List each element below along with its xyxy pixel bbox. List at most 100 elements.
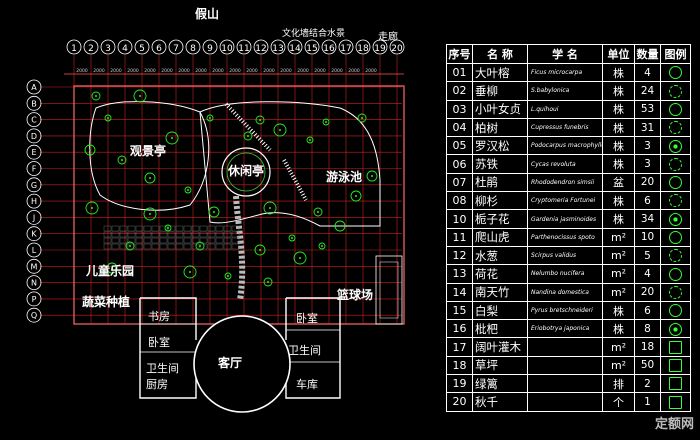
legend-cell-qty: 50 <box>634 355 661 376</box>
pavilion-circle <box>221 147 271 197</box>
paving-block <box>167 231 176 238</box>
col-label: 13 <box>272 44 283 54</box>
legend-cell-unit: 株 <box>602 319 635 339</box>
legend-cell-qty: 4 <box>634 62 661 83</box>
dimension-text: 2000 <box>348 68 360 74</box>
tree-center <box>259 249 261 251</box>
tree-center <box>325 121 327 123</box>
col-bubble <box>389 39 405 55</box>
paving-block <box>135 231 144 238</box>
tree-symbol <box>195 241 205 251</box>
paving-block <box>207 243 216 250</box>
tree-center <box>149 213 151 215</box>
label-lanqiu: 篮球场 <box>337 288 374 302</box>
legend-cell-no: 11 <box>446 227 473 247</box>
header-icon: 图例 <box>660 44 691 64</box>
legend-cell-no: 01 <box>446 62 473 83</box>
col-label: 16 <box>323 44 335 54</box>
plant-symbol-icon <box>669 395 682 409</box>
legend-cell-unit: m² <box>602 337 635 357</box>
plant-symbol-icon <box>669 322 682 336</box>
header-qty: 数量 <box>634 44 661 64</box>
plant-symbol-icon <box>669 176 682 190</box>
paving-block <box>159 237 168 244</box>
legend-cell-name: 绿篱 <box>472 374 528 394</box>
tree-center <box>199 245 201 247</box>
legend-cell-qty: 20 <box>634 172 661 193</box>
legend-cell-unit: 株 <box>602 154 635 174</box>
legend-cell-name: 苏铁 <box>472 154 528 174</box>
paving-block <box>207 231 216 238</box>
legend-cell-latin: L.quihoui <box>527 99 603 119</box>
paving-block <box>143 225 152 232</box>
legend-cell-qty: 6 <box>634 300 661 321</box>
col-label: 2 <box>88 44 94 54</box>
legend-cell-no: 14 <box>446 282 473 302</box>
tree-center <box>339 225 341 227</box>
label-jiashan: 假山 <box>195 7 220 21</box>
legend-cell-qty: 6 <box>634 191 661 211</box>
dimension-text: 2000 <box>195 68 207 74</box>
paving-block <box>183 243 192 250</box>
legend-cell-icon <box>660 300 691 321</box>
col-bubble <box>202 39 218 55</box>
legend-cell-name: 枇杷 <box>472 319 528 339</box>
tree-center <box>213 211 215 213</box>
row-bubble <box>26 209 42 225</box>
col-label: 4 <box>122 44 128 54</box>
col-bubble <box>355 39 371 55</box>
paving-block <box>175 237 184 244</box>
dimension-text: 2000 <box>127 68 139 74</box>
col-label: 10 <box>221 44 233 54</box>
tree-center <box>187 189 189 191</box>
legend-cell-qty: 18 <box>634 337 661 357</box>
legend-cell-latin: Scirpus validus <box>527 245 603 266</box>
paving-block <box>223 231 232 238</box>
dimension-text: 2000 <box>297 68 309 74</box>
paving-block <box>231 237 240 244</box>
col-label: 1 <box>71 44 77 54</box>
row-label: K <box>31 230 37 239</box>
legend-cell-unit: m² <box>602 245 635 266</box>
row-bubble <box>26 177 42 193</box>
paving-block <box>143 231 152 238</box>
row-bubble <box>26 307 42 323</box>
col-label: 5 <box>139 44 145 54</box>
col-label: 8 <box>190 44 196 54</box>
paving-block <box>103 231 112 238</box>
legend-cell-name: 垂柳 <box>472 81 528 101</box>
dimension-text: 2000 <box>161 68 173 74</box>
plant-symbol-icon <box>669 157 682 171</box>
tree-symbol <box>133 89 147 103</box>
tree-center <box>209 117 211 119</box>
tree-center <box>247 135 249 137</box>
col-bubble <box>134 39 150 55</box>
paving-block <box>231 225 240 232</box>
legend-cell-unit: m² <box>602 264 635 284</box>
col-label: 17 <box>340 44 351 54</box>
tree-symbol <box>144 172 156 184</box>
row-bubble <box>26 242 42 258</box>
row-label: F <box>32 165 37 174</box>
row-label: A <box>31 83 37 92</box>
col-label: 19 <box>374 44 386 54</box>
tree-center <box>371 175 373 177</box>
row-label: E <box>31 148 36 157</box>
legend-cell-name: 白梨 <box>472 300 528 321</box>
tree-center <box>279 129 281 131</box>
legend-cell-unit: 株 <box>602 136 635 156</box>
row-label: M <box>31 262 38 271</box>
label-guanjingting: 观景亭 <box>130 144 167 158</box>
paving-block <box>135 225 144 232</box>
dimension-text: 2000 <box>110 68 122 74</box>
watermark-logo: 定额网 <box>654 417 694 432</box>
paving-block <box>127 243 136 250</box>
legend-cell-latin: Parthenocissus spoto <box>527 227 603 247</box>
legend-cell-no: 17 <box>446 337 473 357</box>
legend-cell-icon <box>660 374 691 394</box>
paving-block <box>151 237 160 244</box>
